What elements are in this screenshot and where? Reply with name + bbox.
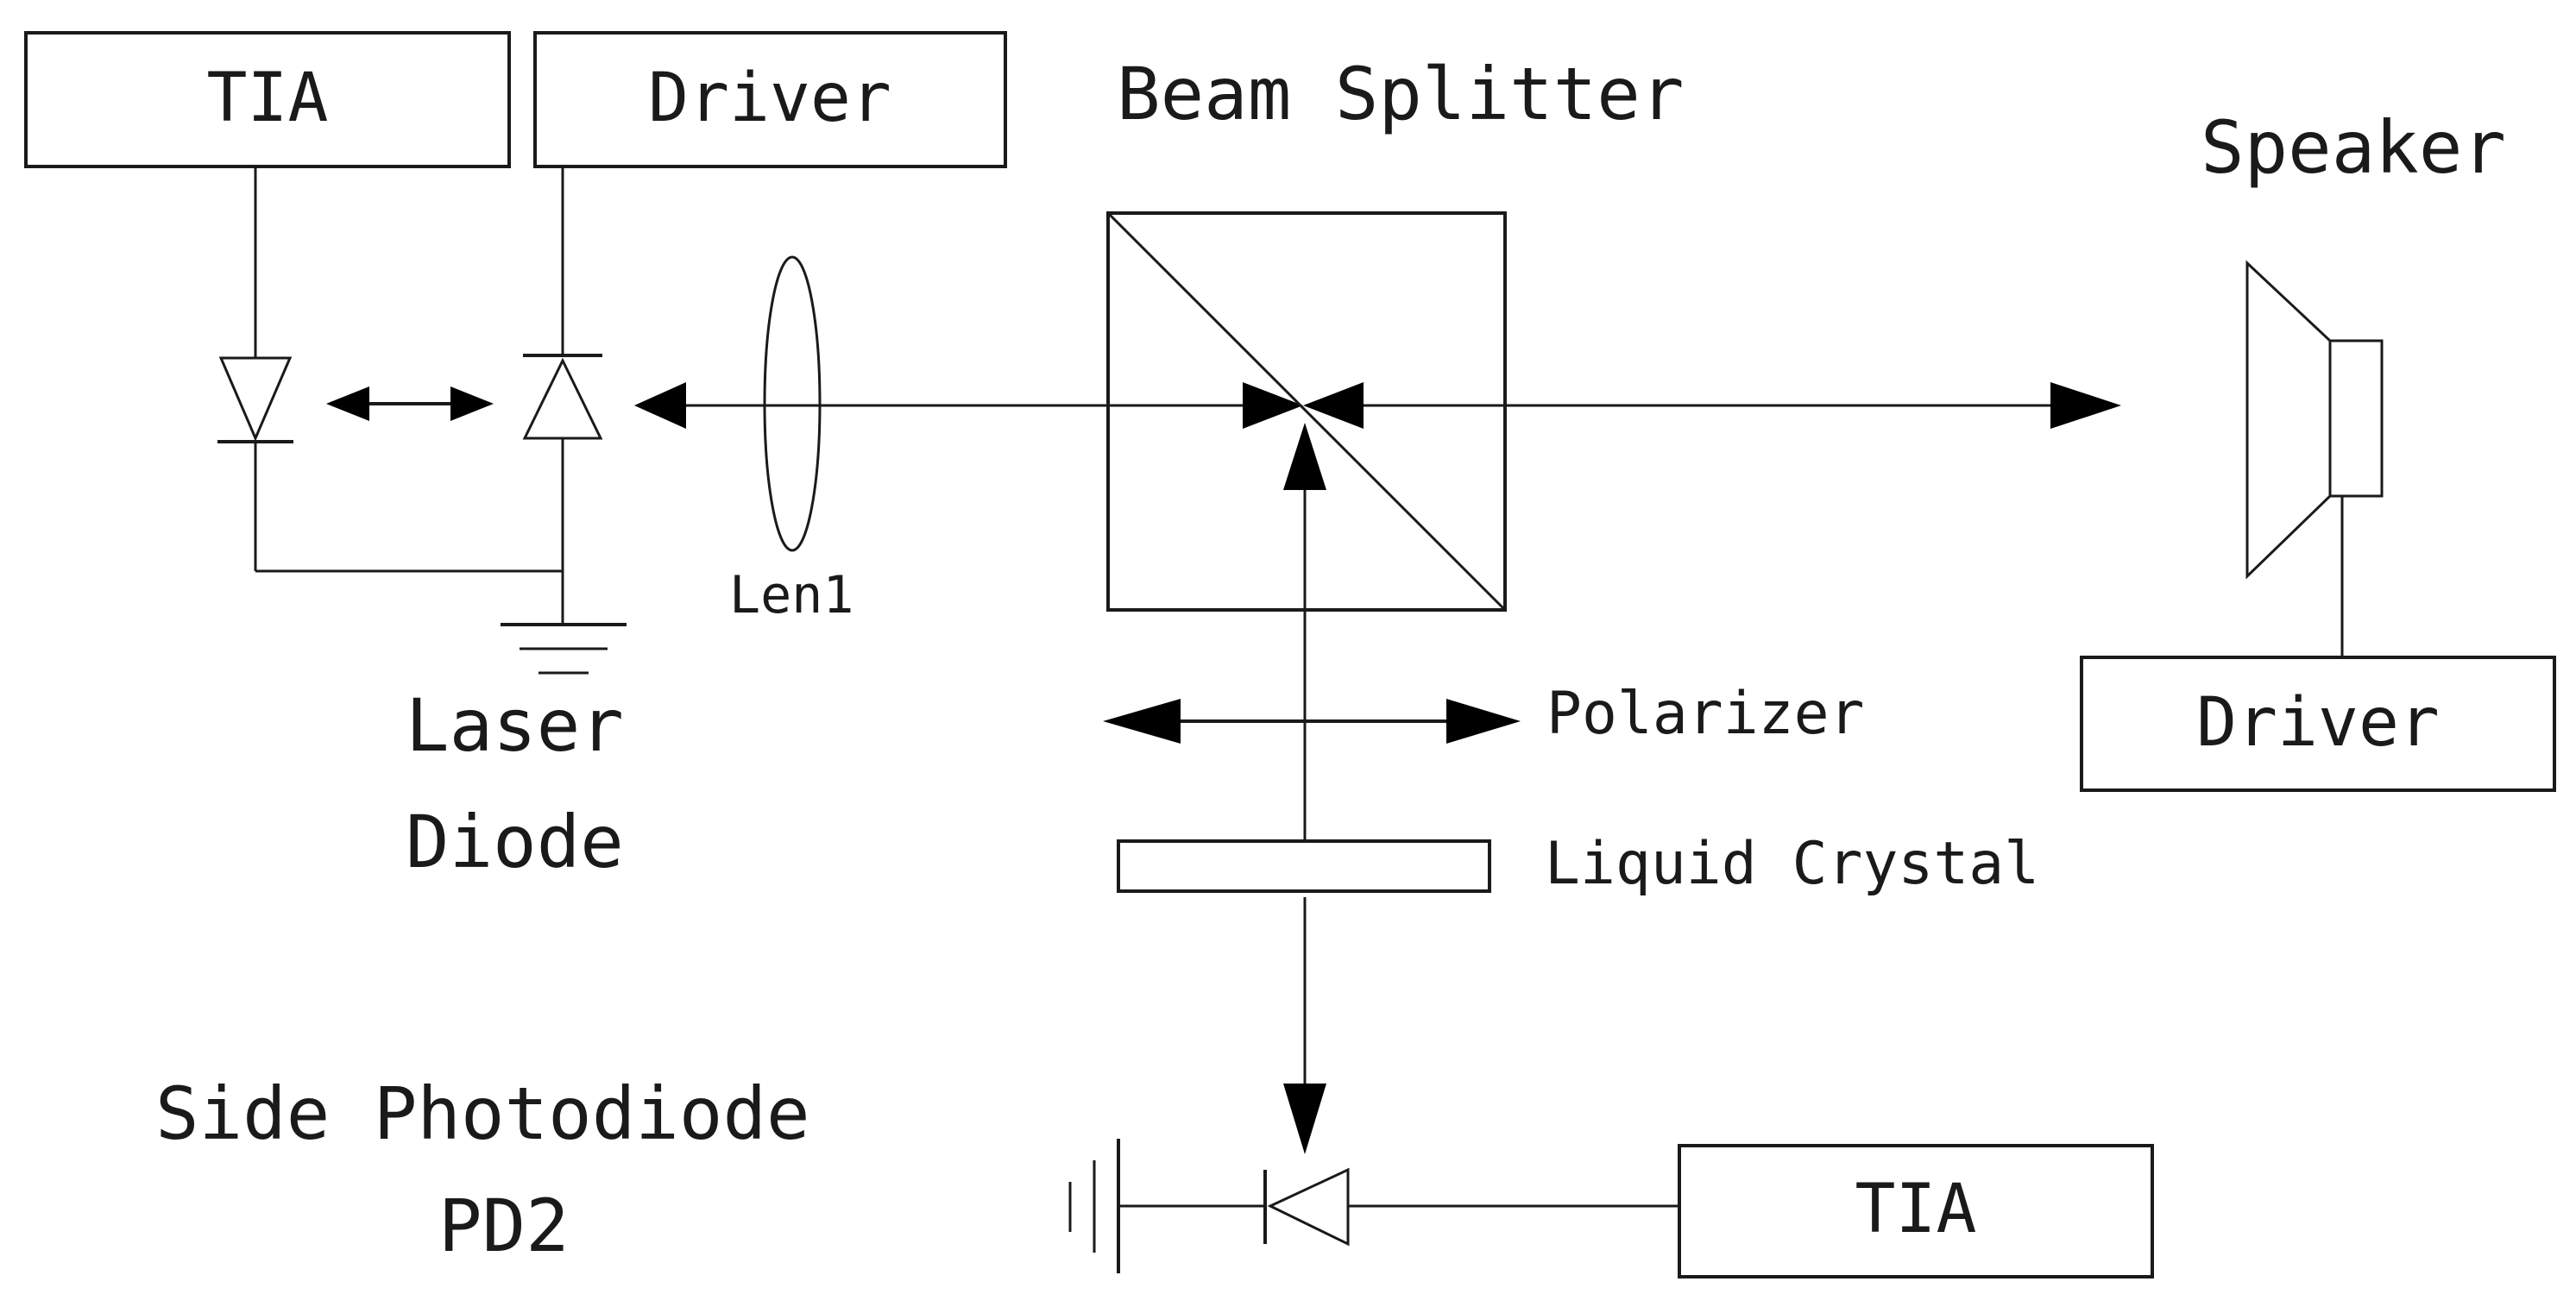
polarizer-label: Polarizer — [1546, 680, 1864, 748]
vertical-beam-path — [1283, 423, 1326, 1154]
driver-top-block: Driver — [533, 31, 1007, 168]
laser-ground-symbol — [501, 623, 627, 675]
speaker-symbol — [2245, 260, 2384, 657]
liquid-crystal-label: Liquid Crystal — [1545, 830, 2039, 898]
lens-label: Len1 — [729, 565, 854, 625]
driver-speaker-label: Driver — [2196, 684, 2440, 762]
coupling-double-arrow — [326, 386, 494, 421]
speaker-label: Speaker — [2201, 105, 2506, 190]
tia-bottom-label: TIA — [1855, 1171, 1977, 1248]
main-beam-path — [634, 382, 2121, 429]
driver-top-label: Driver — [648, 60, 891, 137]
liquid-crystal-cell — [1117, 839, 1491, 893]
laser-diode-symbol — [522, 166, 603, 623]
laser-diode-label-line1: Laser — [406, 683, 624, 768]
monitor-photodiode-symbol — [217, 166, 563, 573]
side-photodiode-symbol — [1118, 1167, 1679, 1247]
side-photodiode-label-line1: Side Photodiode — [155, 1071, 810, 1156]
lens-symbol — [763, 255, 822, 552]
laser-diode-label-line2: Diode — [406, 800, 624, 884]
tia-bottom-block: TIA — [1678, 1144, 2154, 1278]
driver-speaker-block: Driver — [2080, 656, 2556, 792]
side-photodiode-label-line2: PD2 — [438, 1184, 570, 1268]
tia-top-block: TIA — [24, 31, 511, 168]
beam-splitter-cube — [1106, 211, 1507, 612]
side-pd-ground-symbol — [1068, 1139, 1120, 1273]
polarizer-symbol — [1103, 699, 1521, 744]
tia-top-label: TIA — [207, 60, 329, 137]
beam-splitter-label: Beam Splitter — [1117, 52, 1684, 136]
